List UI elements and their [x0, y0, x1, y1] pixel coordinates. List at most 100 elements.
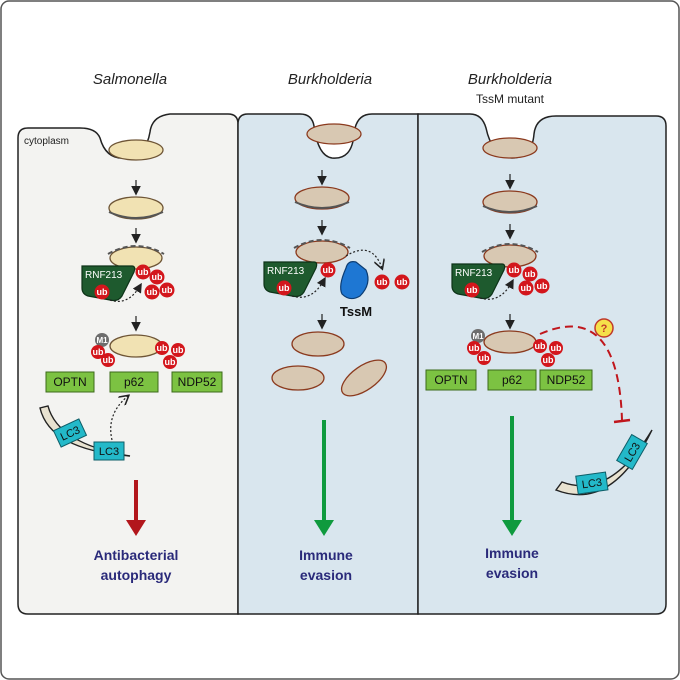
- ub-circle: [518, 280, 534, 296]
- outcome-arrowhead-red: [126, 520, 146, 536]
- m1-label: M1: [472, 332, 484, 341]
- lc3-protein: [616, 433, 648, 471]
- ub-label: ub: [509, 265, 520, 275]
- ndp52-receptor: [539, 369, 593, 391]
- lc3-protein: [575, 471, 609, 495]
- deubiquitination-arrow: [345, 249, 382, 268]
- p62-receptor: [109, 371, 159, 393]
- m1-chain-circle: [95, 333, 109, 347]
- rnf213-label: RNF213: [85, 270, 123, 281]
- ub-circle: [91, 345, 105, 359]
- ub-label: ub: [525, 269, 536, 279]
- ub-circle: [533, 339, 547, 353]
- ub-label: ub: [103, 355, 114, 365]
- lc3-protein: [52, 418, 88, 448]
- ub-label: ub: [165, 357, 176, 367]
- ub-label: ub: [467, 285, 478, 295]
- ub-circle: [276, 280, 292, 296]
- ub-label: ub: [521, 283, 532, 293]
- ub-circle: [149, 269, 165, 285]
- bacterium-replicating: [340, 359, 388, 397]
- optn-receptor: [45, 371, 95, 393]
- bacterium-entry: [306, 123, 362, 145]
- column-title-salmonella: Salmonella: [93, 71, 167, 88]
- ub-label: ub: [397, 277, 408, 287]
- ub-label: ub: [147, 287, 158, 297]
- inhibition-line: [539, 325, 623, 421]
- ub-circle: [464, 282, 480, 298]
- ub-label: ub: [323, 265, 334, 275]
- tssm-protein: [340, 261, 369, 300]
- ub-label: ub: [93, 347, 104, 357]
- ndp52-label: NDP52: [178, 375, 217, 389]
- m1-chain-circle: [471, 329, 485, 343]
- outcome-arrowhead-green: [314, 520, 334, 536]
- ub-circle: [135, 264, 151, 280]
- column-title-burkholderia-mutant: Burkholderia: [468, 71, 552, 88]
- m1-label: M1: [96, 336, 108, 345]
- vacuole-membrane: [108, 211, 164, 219]
- optn-receptor: [425, 369, 477, 391]
- ub-label: ub: [535, 341, 546, 351]
- bacterium-cytosolic: [109, 246, 163, 270]
- optn-label: OPTN: [53, 375, 86, 389]
- outcome-arrowhead-green: [502, 520, 522, 536]
- question-mark-label: ?: [601, 323, 608, 335]
- ub-circle: [477, 351, 491, 365]
- tssm-mutant-pathway: RNF213 ub ub ub ub ub M1 ub ub ub ub ub …: [425, 137, 653, 581]
- ub-circle: [374, 274, 390, 290]
- inhibition-bar: [613, 418, 631, 424]
- ub-circle: [94, 284, 110, 300]
- bacterium-escaped: [291, 331, 345, 357]
- ub-label: ub: [551, 343, 562, 353]
- ub-label: ub: [469, 343, 480, 353]
- ub-circle: [155, 341, 169, 355]
- outcome-line2: evasion: [486, 565, 538, 581]
- vacuole-membrane: [482, 205, 538, 213]
- lc3-protein: [93, 441, 125, 461]
- cytoplasm-label: cytoplasm: [24, 136, 69, 147]
- lc3-binding-arrow: [110, 396, 128, 441]
- bacterium-tagged: [109, 334, 163, 358]
- ndp52-receptor: [171, 371, 223, 393]
- question-mark-icon: [594, 318, 614, 338]
- salmonella-pathway: RNF213 ub ub ub ub ub M1 ub ub ub ub ub …: [39, 139, 223, 583]
- bacterium-replicating: [271, 365, 325, 391]
- ub-circle: [541, 353, 555, 367]
- burkholderia-pathway: RNF213 ub ub TssM ub ub Immune evasion: [263, 123, 410, 583]
- outcome-line1: Immune: [299, 547, 353, 563]
- rnf213-label: RNF213: [267, 266, 305, 277]
- ubiquitination-arrow: [109, 282, 142, 302]
- cell-salmonella: [17, 113, 239, 615]
- bacterium-entry: [108, 139, 164, 161]
- outcome-line1: Immune: [485, 545, 539, 561]
- outcome-line2: evasion: [300, 567, 352, 583]
- ub-label: ub: [279, 283, 290, 293]
- ub-circle: [320, 262, 336, 278]
- column-subtitle-tssm-mutant: TssM mutant: [476, 92, 545, 106]
- bacterium-cytosolic: [295, 240, 349, 264]
- cell-burkholderia: [237, 113, 419, 615]
- rnf213-label: RNF213: [455, 268, 493, 279]
- lc3-label: LC3: [99, 446, 119, 458]
- ub-circle: [144, 284, 160, 300]
- ub-label: ub: [173, 345, 184, 355]
- ub-circle: [522, 266, 538, 282]
- vacuole-membrane: [294, 201, 350, 209]
- tssm-label: TssM: [340, 304, 372, 319]
- optn-label: OPTN: [434, 373, 467, 387]
- lc3-label: LC3: [581, 477, 603, 492]
- ub-label: ub: [543, 355, 554, 365]
- ub-circle: [171, 343, 185, 357]
- ub-label: ub: [152, 272, 163, 282]
- outcome-line2: autophagy: [101, 567, 172, 583]
- ub-label: ub: [377, 277, 388, 287]
- ub-circle: [394, 274, 410, 290]
- ub-label: ub: [157, 343, 168, 353]
- p62-label: p62: [124, 375, 144, 389]
- ub-label: ub: [138, 267, 149, 277]
- p62-label: p62: [502, 373, 522, 387]
- ub-label: ub: [162, 285, 173, 295]
